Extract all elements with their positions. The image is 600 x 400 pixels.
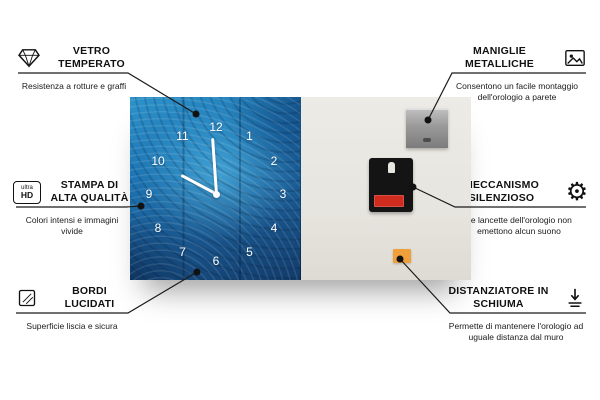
callout-title: MANIGLIE METALLICHE — [465, 44, 534, 70]
callout-head: DISTANZIATORE IN SCHIUMA — [442, 284, 590, 312]
callout-title: BORDI LUCIDATI — [64, 284, 115, 310]
callout-vetro-temperato: VETRO TEMPERATO Resistenza a rotture e g… — [14, 44, 134, 92]
clock-number: 1 — [246, 129, 253, 143]
clock-number: 10 — [151, 153, 165, 168]
gear-glyph: ⚙ — [565, 177, 589, 206]
diamond-icon — [14, 48, 44, 68]
callout-head: BORDI LUCIDATI — [12, 284, 132, 312]
clock-number: 4 — [270, 220, 278, 235]
spacer-icon — [560, 287, 590, 309]
foam-spacer — [393, 249, 411, 263]
callout-subtitle: Le lancette dell'orologio non emettono a… — [466, 215, 572, 237]
clock-front-face: 12 1 2 3 4 5 6 7 8 9 10 11 — [130, 97, 301, 280]
clock-number: 5 — [246, 245, 253, 259]
callout-bordi-lucidati: BORDI LUCIDATI Superficie liscia e sicur… — [12, 284, 132, 332]
clock-number: 9 — [145, 187, 153, 201]
callout-subtitle: Permette di mantenere l'orologio ad ugua… — [448, 321, 584, 343]
hanger-hole — [387, 162, 395, 173]
clock-number: 2 — [270, 153, 278, 168]
callout-title: DISTANZIATORE IN SCHIUMA — [448, 284, 549, 310]
clock-number: 8 — [154, 220, 162, 235]
clock-number: 3 — [279, 187, 287, 201]
gear-icon: ⚙ — [562, 177, 592, 206]
callout-subtitle: Superficie liscia e sicura — [26, 321, 118, 331]
clock-number: 12 — [209, 120, 223, 134]
battery — [374, 195, 404, 207]
callout-head: MANIGLIE METALLICHE — [444, 44, 590, 72]
clock-product-image: 12 1 2 3 4 5 6 7 8 9 10 11 — [130, 97, 471, 280]
callout-head: VETRO TEMPERATO — [14, 44, 134, 72]
clock-mechanism — [369, 158, 413, 212]
ultra-hd-text-top: ultra — [21, 184, 33, 191]
polished-edge-icon — [12, 288, 42, 308]
metal-hanger-plate — [406, 108, 448, 148]
callout-title: STAMPA DI ALTA QUALITÀ — [50, 178, 129, 204]
callout-distanziatore-schiuma: DISTANZIATORE IN SCHIUMA Permette di man… — [442, 284, 590, 344]
ultra-hd-text-bottom: HD — [20, 189, 34, 200]
callout-title: VETRO TEMPERATO — [58, 44, 125, 70]
clock-number: 7 — [179, 245, 186, 259]
callout-maniglie-metalliche: MANIGLIE METALLICHE Consentono un facile… — [444, 44, 590, 104]
clock-center-dot — [212, 190, 220, 198]
clock-number: 6 — [212, 254, 220, 268]
clock-back-side — [301, 97, 471, 280]
picture-frame-icon — [560, 47, 590, 69]
callout-subtitle: Colori intensi e immagini vivide — [25, 215, 119, 237]
clock-number: 11 — [176, 129, 189, 143]
callout-subtitle: Resistenza a rotture e graffi — [21, 81, 127, 91]
